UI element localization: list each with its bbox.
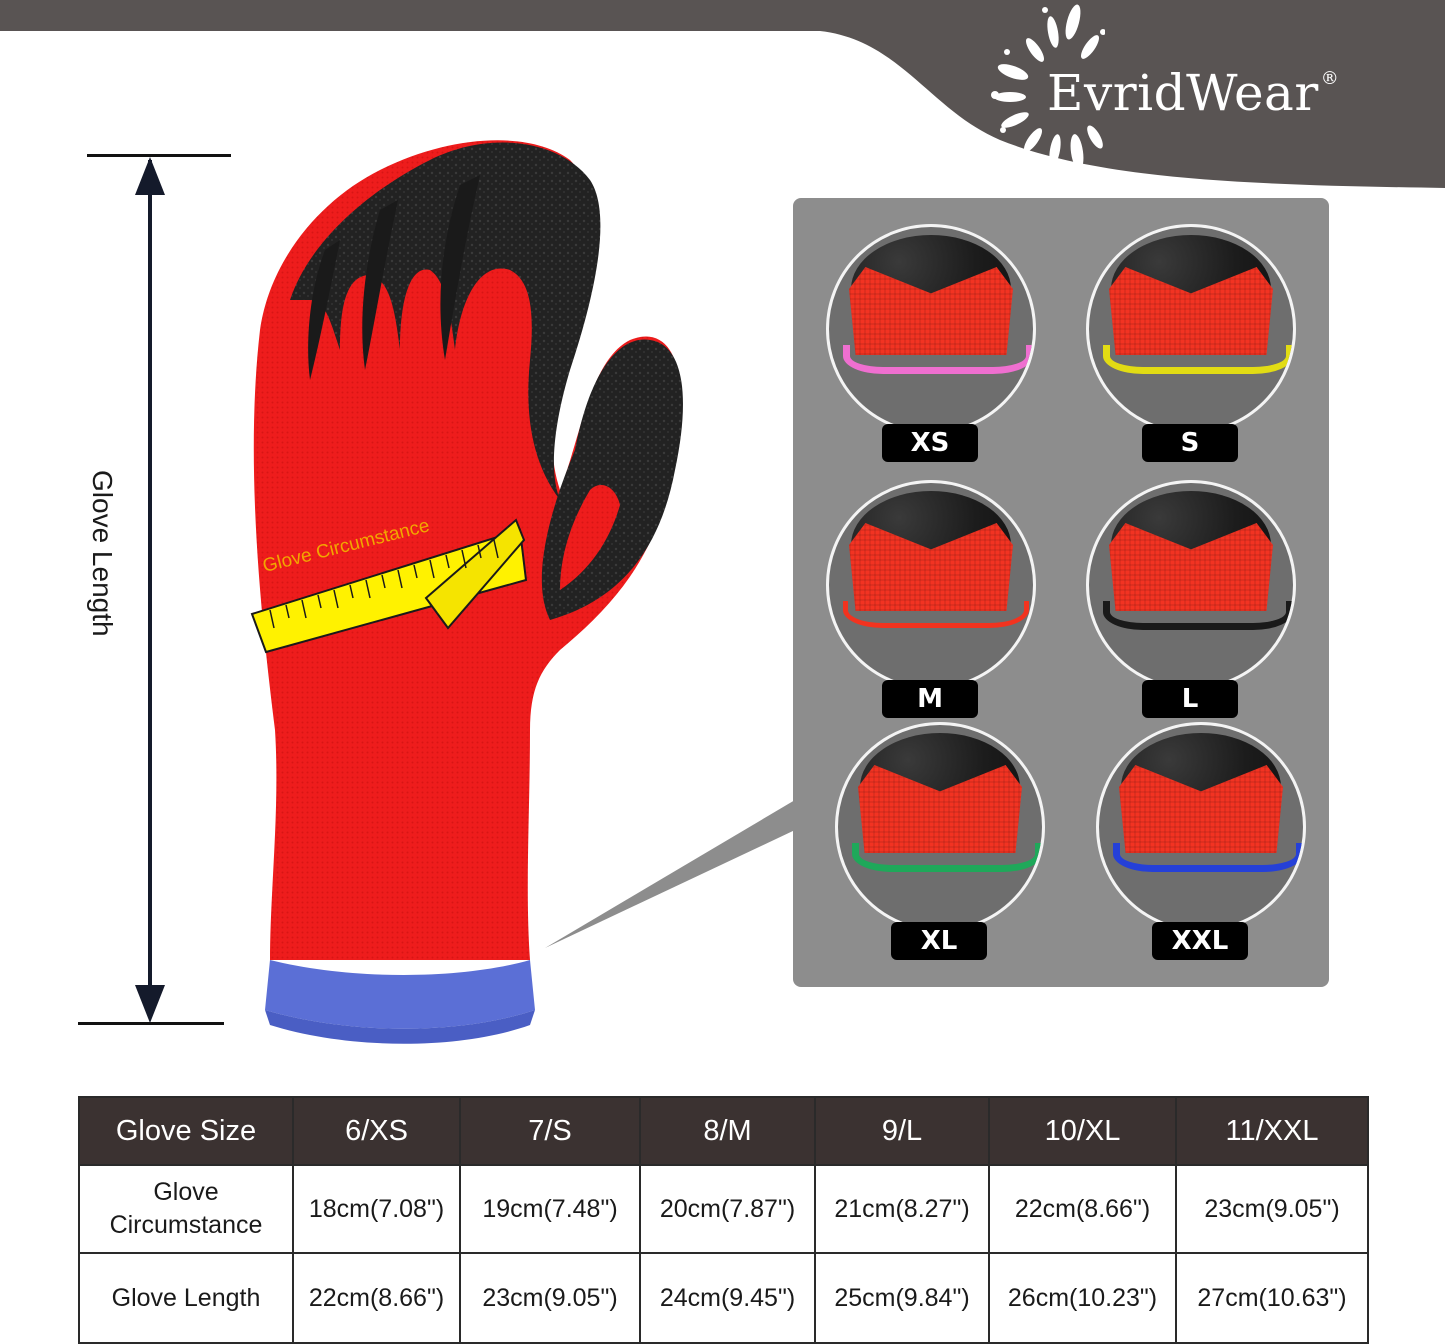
cuff-color-panel: XS S M L XL XXL (793, 198, 1329, 987)
header-cell: 7/S (459, 1096, 641, 1166)
header-cell: 6/XS (292, 1096, 461, 1166)
size-label: M (882, 680, 978, 718)
header-cell: 10/XL (988, 1096, 1177, 1166)
glove-illustration (250, 140, 683, 1044)
cuff-color-band (1113, 843, 1303, 872)
table-cell: 22cm(8.66") (292, 1252, 461, 1344)
table-cell: 19cm(7.48") (459, 1164, 641, 1254)
cuff-color-band (852, 843, 1042, 872)
size-chart-table: Glove Size 6/XS 7/S 8/M 9/L 10/XL 11/XXL… (78, 1096, 1369, 1344)
cuff-color-band (1103, 601, 1293, 630)
arrow-down-icon (135, 985, 165, 1023)
table-row: Glove Length 22cm(8.66") 23cm(9.05") 24c… (78, 1252, 1369, 1344)
cuff-swatch-m: M (826, 480, 1036, 720)
cuff-color-band (843, 345, 1033, 374)
cuff-photo (1096, 722, 1306, 932)
brand-logo: EvridWear® (985, 2, 1405, 182)
cuff-swatch-xl: XL (835, 722, 1045, 962)
size-label: XXL (1152, 922, 1248, 960)
header-cell: 9/L (814, 1096, 990, 1166)
table-cell: 27cm(10.63") (1175, 1252, 1369, 1344)
cuff-color-band (843, 601, 1029, 628)
brand-banner (0, 0, 1445, 188)
table-header-row: Glove Size 6/XS 7/S 8/M 9/L 10/XL 11/XXL (78, 1096, 1369, 1166)
table-cell: 22cm(8.66") (988, 1164, 1177, 1254)
table-cell: 24cm(9.45") (639, 1252, 816, 1344)
cuff-photo (826, 480, 1036, 690)
cuff-swatch-xs: XS (826, 224, 1036, 464)
cuff-swatch-l: L (1086, 480, 1296, 720)
table-cell: 20cm(7.87") (639, 1164, 816, 1254)
table-cell: 18cm(7.08") (292, 1164, 461, 1254)
cuff-photo (1086, 480, 1296, 690)
table-cell: 21cm(8.27") (814, 1164, 990, 1254)
length-axis (148, 160, 152, 1018)
cuff-photo (835, 722, 1045, 932)
cuff-swatch-xxl: XXL (1096, 722, 1306, 962)
size-label: XL (891, 922, 987, 960)
length-bottom-line (78, 1022, 224, 1025)
callout-wedge (545, 800, 795, 948)
size-label: L (1142, 680, 1238, 718)
arrow-up-icon (135, 157, 165, 195)
brand-name: EvridWear® (1047, 64, 1340, 122)
cuff-photo (1086, 224, 1296, 434)
cuff-color-band (1103, 345, 1293, 374)
table-cell: 26cm(10.23") (988, 1252, 1177, 1344)
table-cell: 23cm(9.05") (459, 1252, 641, 1344)
row-label: Glove Length (78, 1252, 294, 1344)
size-label: XS (882, 424, 978, 462)
header-cell: 8/M (639, 1096, 816, 1166)
cuff-swatch-s: S (1086, 224, 1296, 464)
table-cell: 25cm(9.84") (814, 1252, 990, 1344)
sunburst-icon (991, 4, 1105, 173)
table-cell: 23cm(9.05") (1175, 1164, 1369, 1254)
length-label: Glove Length (87, 470, 118, 637)
header-cell: Glove Size (78, 1096, 294, 1166)
header-cell: 11/XXL (1175, 1096, 1369, 1166)
size-label: S (1142, 424, 1238, 462)
cuff-photo (826, 224, 1036, 434)
row-label: Glove Circumstance (78, 1164, 294, 1254)
table-row: Glove Circumstance 18cm(7.08") 19cm(7.48… (78, 1164, 1369, 1254)
length-top-line (87, 154, 231, 157)
